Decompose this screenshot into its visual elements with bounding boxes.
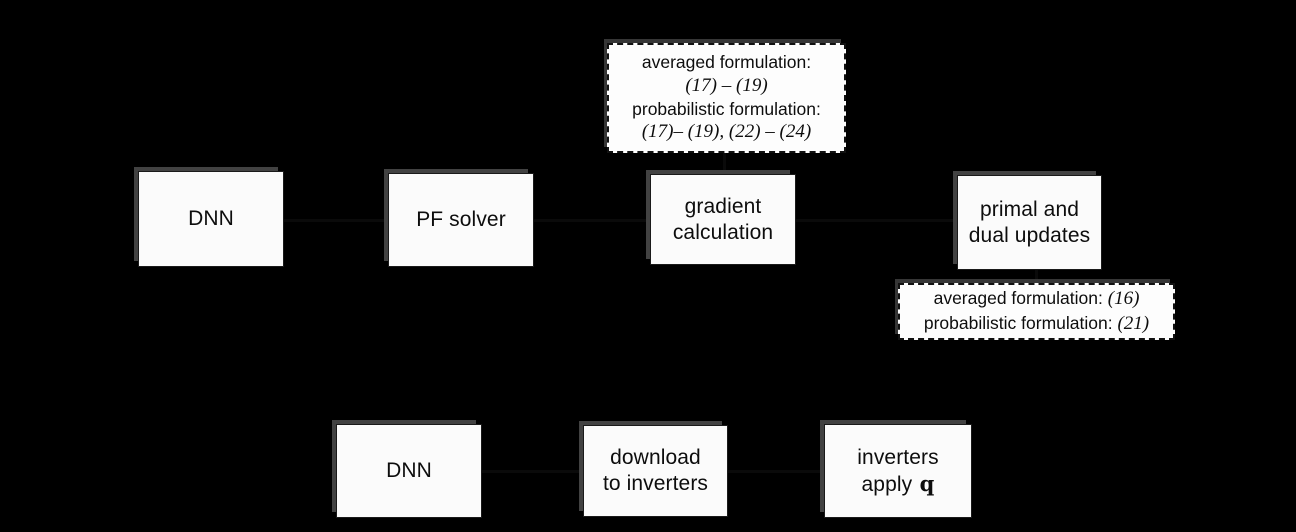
callout-update-formulations: averaged formulation: (16) probabilistic… — [898, 283, 1175, 340]
node-download-label-line1: download — [610, 446, 701, 470]
connector-stub-2 — [533, 219, 651, 222]
callout-line-3: probabilistic formulation: — [632, 99, 821, 119]
connector-stub-7 — [1035, 270, 1038, 284]
callout-line-4: (17)– (19), (22) – (24) — [641, 121, 812, 143]
node-dnn-top-label: DNN — [188, 207, 234, 231]
node-dnn-bottom[interactable]: DNN — [336, 424, 482, 518]
callout-gradient-formulations: averaged formulation: (17) – (19) probab… — [607, 43, 846, 153]
connector-stub-6 — [723, 153, 726, 174]
callout-line-1: averaged formulation: — [641, 52, 812, 73]
connector-stub-1 — [283, 219, 389, 222]
connector-stub-3 — [795, 219, 958, 222]
node-download-to-inverters[interactable]: download to inverters — [583, 425, 728, 517]
callout-update-label-2: probabilistic formulation: — [923, 312, 1113, 333]
node-gradient-calculation[interactable]: gradient calculation — [650, 174, 796, 265]
node-inverters-apply-q[interactable]: inverters apply q — [824, 424, 972, 518]
callout-update-line-2: probabilistic formulation: (21) — [924, 312, 1149, 336]
callout-update-label-1: averaged formulation: — [933, 288, 1103, 309]
node-primal-dual-updates[interactable]: primal and dual updates — [957, 175, 1102, 270]
callout-line-2: (17) – (19) — [685, 74, 768, 96]
callout-update-value-1: (16) — [1107, 288, 1140, 310]
node-gradient-label-line2: calculation — [672, 220, 774, 244]
node-inverters-label-line2: apply — [861, 472, 913, 496]
node-download-label-line2: to inverters — [602, 472, 709, 495]
node-pf-solver-label: PF solver — [416, 208, 506, 232]
connector-stub-4 — [482, 470, 584, 473]
node-dnn-bottom-label: DNN — [386, 459, 432, 483]
node-gradient-label-line1: gradient — [684, 194, 762, 218]
node-pf-solver[interactable]: PF solver — [388, 173, 534, 267]
node-primal-dual-label-line2: dual updates — [968, 223, 1091, 247]
node-dnn-top[interactable]: DNN — [138, 171, 284, 267]
node-inverters-symbol-q: q — [919, 470, 935, 496]
node-primal-dual-label-line1: primal and — [979, 197, 1080, 221]
connector-stub-5 — [728, 470, 825, 473]
node-inverters-label-line1: inverters — [857, 445, 939, 469]
callout-update-line-1: averaged formulation: (16) — [934, 287, 1140, 311]
callout-update-value-2: (21) — [1117, 312, 1150, 334]
